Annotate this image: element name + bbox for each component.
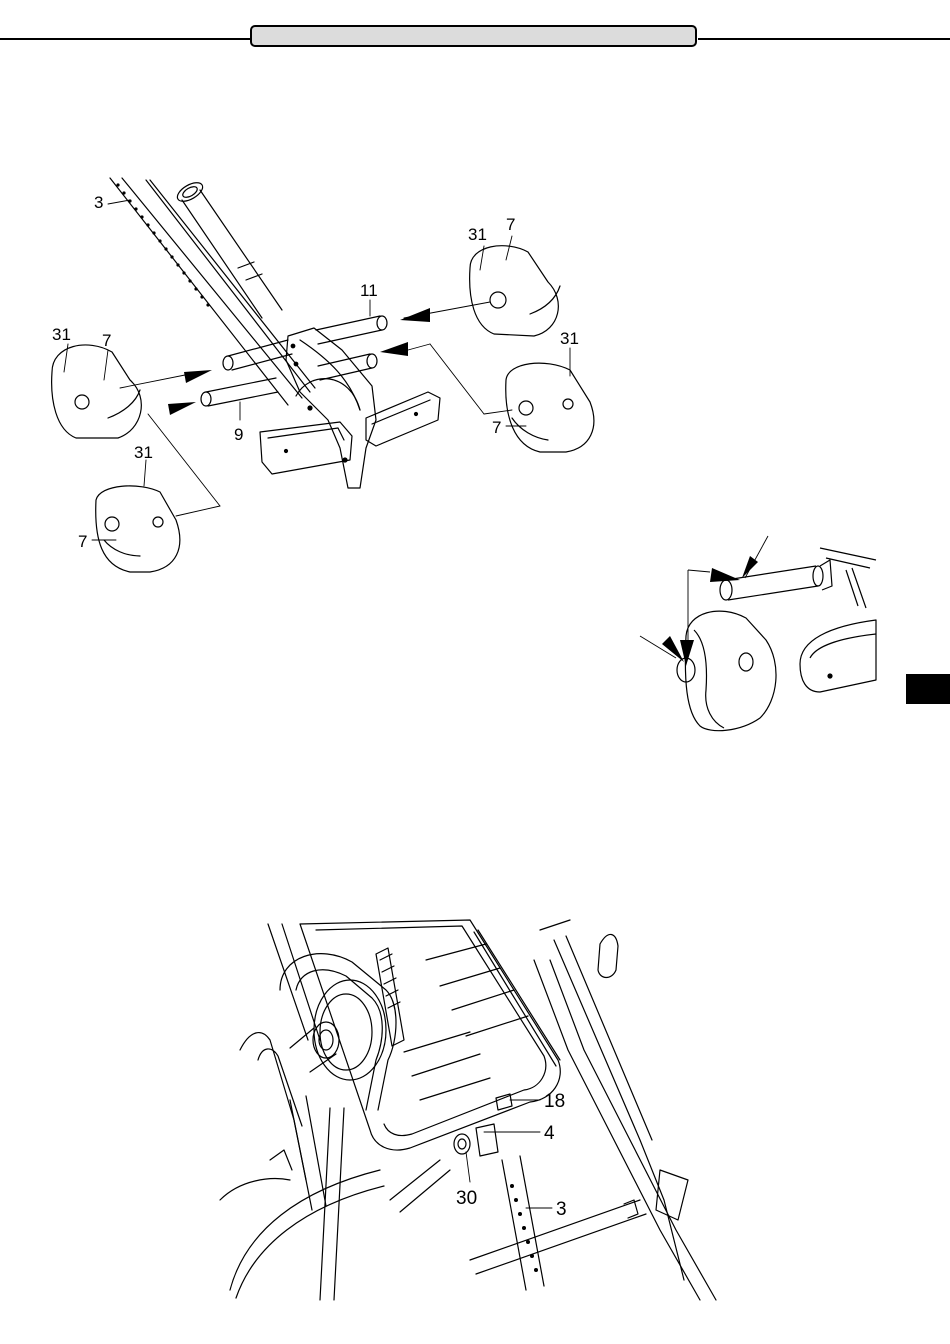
- callout-part-4: 4: [544, 1123, 555, 1144]
- frame-tube-3: [476, 1124, 544, 1290]
- arrow-detail-cap-side: [662, 636, 684, 662]
- frame-rail-3: [110, 178, 315, 405]
- callout-part-30: 30: [456, 1188, 477, 1209]
- arrow-right-upper: [400, 308, 430, 322]
- upper-pole: [174, 179, 282, 318]
- callout-leaders: [64, 200, 570, 540]
- arrow-left-lower: [168, 402, 196, 415]
- callout-tube-11: 11: [360, 281, 378, 300]
- tube-9-lower: [201, 354, 377, 406]
- callout-cap-right-upper-7: 7: [506, 215, 515, 234]
- roller-cap-left-lower: [96, 486, 180, 572]
- bolt-18: [496, 1094, 512, 1110]
- arrow-detail-cap-hole: [680, 640, 694, 666]
- left-legs: [220, 924, 384, 1300]
- callout-cap-right-upper-31: 31: [468, 225, 487, 244]
- foot-plate-left: [260, 422, 352, 474]
- roller-cap-right-upper: [470, 246, 560, 336]
- callout-cap-right-lower-7: 7: [492, 418, 501, 437]
- arrow-left-upper: [184, 370, 212, 383]
- roller-cap-right-lower: [506, 363, 594, 452]
- figure-detail-view: [640, 536, 876, 731]
- callout-cap-left-upper-7: 7: [102, 331, 111, 350]
- callout-part-3: 3: [556, 1199, 567, 1220]
- knob-30: [454, 1134, 470, 1154]
- detail-bracket: [820, 548, 876, 608]
- assembly-arrows: [168, 308, 430, 415]
- arrow-right-lower: [380, 342, 408, 356]
- callout-cap-left-lower-31: 31: [134, 443, 153, 462]
- figure-frame-overview: [220, 920, 716, 1300]
- detail-roller-cap: [677, 611, 776, 731]
- callout-tube-9: 9: [234, 425, 243, 444]
- callout-part-18: 18: [544, 1091, 565, 1112]
- callout-rail-3: 3: [94, 193, 103, 212]
- callout-cap-left-lower-7: 7: [78, 532, 87, 551]
- release-lever: [376, 948, 404, 1046]
- detail-foot-plate: [800, 620, 876, 692]
- callout-cap-left-upper-31: 31: [52, 325, 71, 344]
- cross-bar: [390, 1160, 646, 1274]
- callout-cap-right-lower-31: 31: [560, 329, 579, 348]
- foot-plate-right: [366, 392, 440, 446]
- detail-arrows: [662, 556, 758, 666]
- frame-callout-leaders: [466, 1100, 552, 1208]
- arrow-detail-tube-end: [710, 568, 740, 582]
- roller-cap-left-upper: [52, 345, 142, 438]
